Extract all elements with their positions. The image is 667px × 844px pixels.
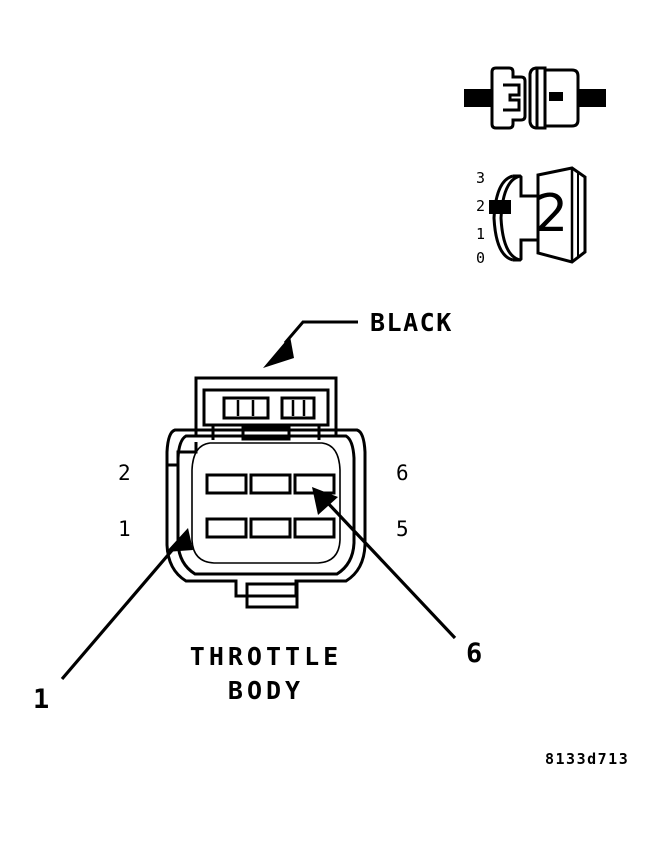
inset-body-label: 2 xyxy=(535,184,569,244)
latch-rib-lines-right xyxy=(291,400,306,416)
wire-color-label: BLACK xyxy=(370,308,453,337)
cavity-top-left xyxy=(205,473,248,495)
scale-label-1: 1 xyxy=(476,225,486,243)
scale-marker-block xyxy=(489,200,511,214)
callout-leader-6 xyxy=(312,487,457,640)
connector-side-notch xyxy=(167,442,198,467)
wire-leader-line xyxy=(283,320,358,344)
connector-bottom-tab xyxy=(245,582,299,609)
component-caption-line-2: BODY xyxy=(227,676,305,705)
component-caption-line-1: THROTTLE xyxy=(189,642,343,671)
wire-stub-right xyxy=(578,89,606,107)
pin-label-1: 1 xyxy=(118,517,131,541)
callout-6-arrowhead xyxy=(312,487,338,515)
cavity-bottom-center xyxy=(249,517,292,539)
end-view-ring-outer xyxy=(492,174,514,262)
latch-rib-block-left xyxy=(222,396,270,420)
connector-mating-face xyxy=(191,442,341,564)
pin-label-6: 6 xyxy=(396,461,409,485)
inset-connector-end-view xyxy=(489,166,587,264)
scale-label-0: 0 xyxy=(476,249,486,267)
callout-label-1: 1 xyxy=(33,684,50,715)
callout-1-line xyxy=(60,539,182,681)
callout-label-6: 6 xyxy=(466,638,483,669)
plug-blade-detail xyxy=(503,83,521,112)
socket-slot xyxy=(549,92,563,101)
pin-label-2: 2 xyxy=(118,461,131,485)
plug-housing-left xyxy=(490,66,527,130)
reference-code: 8133d713 xyxy=(545,750,630,768)
wire-leader-black xyxy=(263,320,358,368)
callout-6-line xyxy=(323,498,457,640)
callout-1-arrowhead xyxy=(166,528,193,552)
end-view-ring-inner xyxy=(499,174,521,262)
latch-rib-block-right xyxy=(280,396,316,420)
wire-stub-left xyxy=(464,89,492,107)
latch-base-bar xyxy=(204,423,328,440)
main-connector xyxy=(165,376,367,609)
socket-body xyxy=(543,68,580,128)
connector-latch-tower-outer xyxy=(194,376,338,438)
latch-center-tab xyxy=(241,425,291,441)
cavity-bottom-right xyxy=(293,517,336,539)
cavity-top-center xyxy=(249,473,292,495)
callout-leader-1 xyxy=(60,528,193,681)
pin-label-5: 5 xyxy=(396,517,409,541)
latch-rib-lines-left xyxy=(236,400,255,416)
cavity-bottom-left xyxy=(205,517,248,539)
socket-ring-front xyxy=(528,66,538,130)
scale-label-3: 3 xyxy=(476,169,486,187)
inset-connector-side-view xyxy=(464,66,606,130)
wire-leader-arrowhead xyxy=(263,336,294,368)
scale-label-2: 2 xyxy=(476,197,486,215)
